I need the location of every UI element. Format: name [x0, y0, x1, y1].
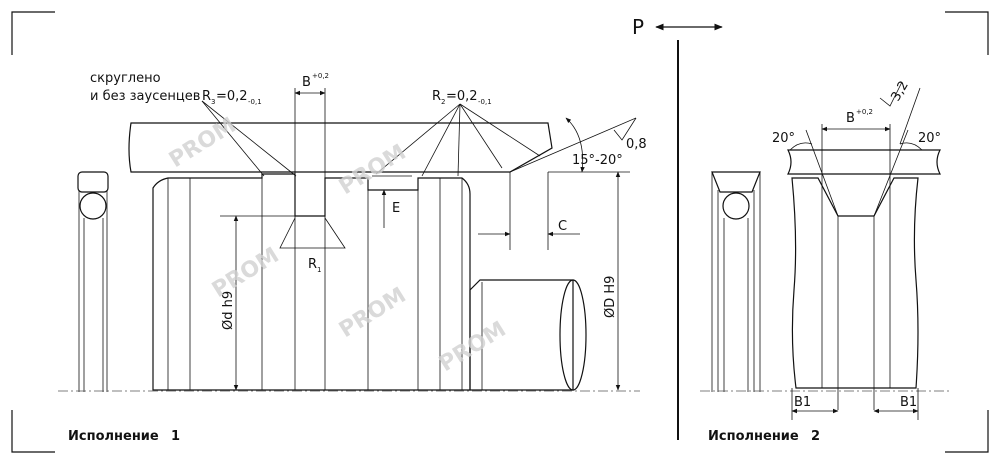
svg-text:+0,2: +0,2: [312, 72, 329, 80]
seal-ring-section-2: [711, 171, 761, 392]
piston-body-1: [152, 173, 471, 391]
d-label: Ød h9: [221, 291, 236, 330]
direction-indicator: P: [632, 15, 723, 39]
svg-text:PROM: PROM: [165, 113, 241, 173]
svg-text:1: 1: [317, 266, 321, 274]
c-label: C: [558, 219, 567, 234]
svg-text:3: 3: [211, 98, 215, 106]
dimension-lines-1: [201, 88, 637, 391]
angle-right-label: 20°: [918, 131, 941, 146]
variant-1: скруглено и без заусенцев R 3 =0,2 -0,1 …: [58, 71, 647, 444]
svg-text:PROM: PROM: [208, 243, 284, 303]
b1-left-label: B1: [794, 395, 811, 410]
housing-bar-2: [787, 149, 941, 175]
e-label: E: [392, 201, 400, 216]
dimension-lines-2: [789, 81, 923, 420]
b-label-2: B +0,2: [846, 108, 873, 126]
svg-text:R: R: [308, 257, 317, 272]
roughness-label-1: 0,8: [626, 137, 647, 152]
svg-text:-0,1: -0,1: [248, 98, 262, 106]
r3-label: R 3 =0,2 -0,1: [202, 89, 262, 106]
variant-1-title: Исполнение 1: [68, 429, 180, 444]
angle-left-label: 20°: [772, 131, 795, 146]
variant-2: 20° 20° B +0,2 3,2 B1 B1 Исполнение 2: [700, 79, 950, 444]
r2-label: R 2 =0,2 -0,1: [432, 89, 492, 106]
svg-text:2: 2: [441, 98, 445, 106]
svg-text:1: 1: [171, 429, 180, 444]
housing-bar-1: [128, 122, 553, 173]
svg-text:PROM: PROM: [335, 283, 411, 343]
b-label-1: B +0,2: [302, 72, 329, 90]
svg-text:Исполнение: Исполнение: [708, 429, 799, 444]
D-label: ØD H9: [603, 276, 618, 318]
frame-corners: [11, 11, 989, 453]
angle-label-1: 15°-20°: [572, 153, 623, 168]
shaft-stub-1: [469, 279, 587, 391]
svg-text:Исполнение: Исполнение: [68, 429, 159, 444]
svg-text:PROM: PROM: [335, 140, 411, 200]
svg-text:-0,1: -0,1: [478, 98, 492, 106]
note-rounded: скруглено: [90, 71, 161, 86]
note-deburred: и без заусенцев: [90, 89, 200, 104]
svg-text:=0,2: =0,2: [446, 89, 478, 104]
seal-ring-section-1: [77, 171, 109, 392]
variant-2-title: Исполнение 2: [708, 429, 820, 444]
svg-text:PROM: PROM: [435, 317, 511, 377]
r1-label: R 1: [308, 257, 321, 274]
svg-text:R: R: [202, 89, 211, 104]
svg-text:B: B: [846, 111, 855, 126]
b1-right-label: B1: [900, 395, 917, 410]
svg-text:B: B: [302, 75, 311, 90]
svg-text:+0,2: +0,2: [856, 108, 873, 116]
roughness-label-2: 3,2: [888, 79, 911, 104]
svg-text:=0,2: =0,2: [216, 89, 248, 104]
svg-text:R: R: [432, 89, 441, 104]
direction-label: P: [632, 15, 644, 39]
svg-text:2: 2: [811, 429, 820, 444]
groove-body-2: [791, 177, 919, 389]
